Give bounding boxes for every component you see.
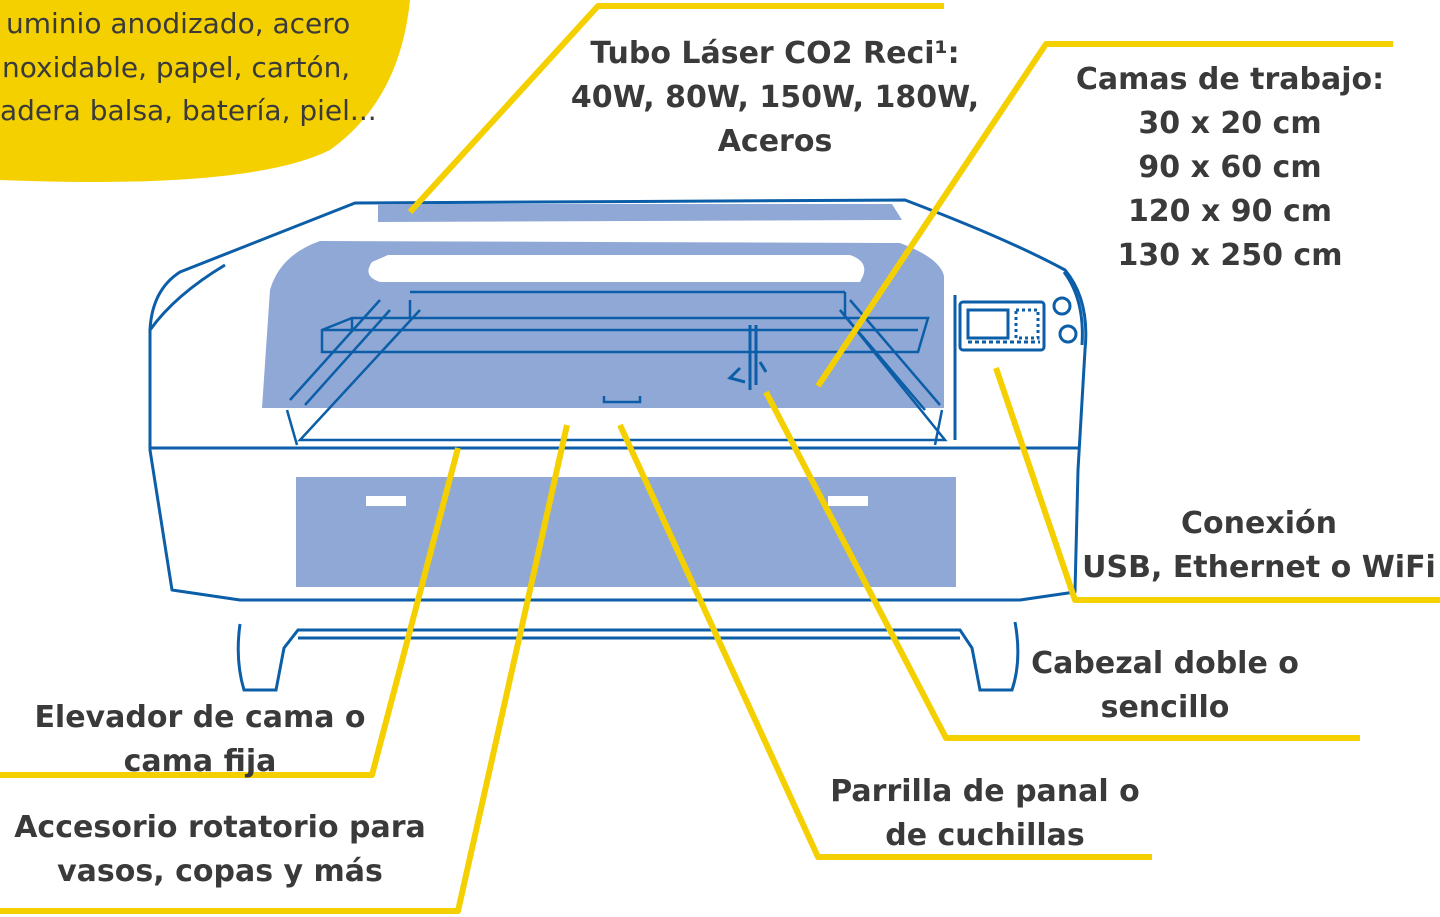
- callout-line: USB, Ethernet o WiFi: [1082, 550, 1436, 585]
- callout-rotary: Accesorio rotatorio para vasos, copas y …: [0, 806, 440, 894]
- callout-line: 30 x 20 cm: [1138, 106, 1322, 141]
- control-panel: [958, 296, 1078, 352]
- materials-line: noxidable, papel, cartón,: [2, 51, 351, 84]
- callout-line: Camas de trabajo:: [1075, 62, 1385, 97]
- callout-line: Tubo Láser CO2 Reci¹:: [590, 36, 960, 71]
- lid-highlight: [368, 255, 865, 282]
- callout-line: Cabezal doble o: [1031, 646, 1299, 681]
- callout-connection: Conexión USB, Ethernet o WiFi: [1078, 502, 1440, 590]
- gantry: [285, 290, 948, 446]
- callout-line: Elevador de cama o: [34, 700, 366, 735]
- callout-line: Accesorio rotatorio para: [14, 810, 426, 845]
- callout-line: cama fija: [123, 744, 277, 779]
- callout-line: Conexión: [1181, 506, 1337, 541]
- callout-line: 120 x 90 cm: [1127, 194, 1333, 229]
- materials-line: uminio anodizado, acero: [6, 7, 351, 40]
- callout-grid: Parrilla de panal o de cuchillas: [800, 770, 1170, 858]
- callout-line: 90 x 60 cm: [1138, 150, 1322, 185]
- front-drawer-panel: [296, 477, 956, 587]
- laser-head: [727, 325, 768, 390]
- callout-head: Cabezal doble o sencillo: [1000, 642, 1330, 730]
- callout-line: Parrilla de panal o: [830, 774, 1140, 809]
- callout-bed-lift: Elevador de cama o cama fija: [0, 696, 400, 784]
- callout-line: 40W, 80W, 150W, 180W,: [570, 80, 980, 115]
- callout-line: vasos, copas y más: [57, 854, 383, 889]
- materials-text: uminio anodizado, acero noxidable, papel…: [0, 0, 410, 180]
- materials-line: adera balsa, batería, piel...: [0, 94, 377, 127]
- callout-line: Aceros: [717, 124, 833, 159]
- callout-line: de cuchillas: [885, 818, 1085, 853]
- right-handle: [828, 496, 868, 506]
- callout-line: sencillo: [1100, 690, 1230, 725]
- left-handle: [366, 496, 406, 506]
- callout-work-beds: Camas de trabajo: 30 x 20 cm 90 x 60 cm …: [1040, 58, 1420, 278]
- callout-leaders: [0, 3, 1440, 914]
- materials-bubble: [0, 0, 410, 182]
- callout-laser-tube: Tubo Láser CO2 Reci¹: 40W, 80W, 150W, 18…: [560, 32, 990, 164]
- callout-line: 130 x 250 cm: [1117, 238, 1343, 273]
- laser-tube-window: [378, 204, 902, 222]
